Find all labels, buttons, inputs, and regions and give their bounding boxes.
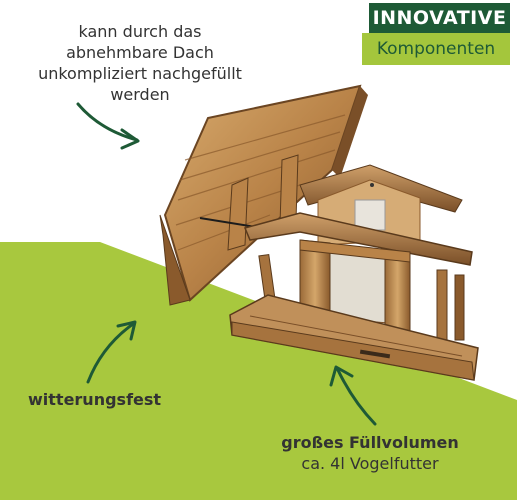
caption-roof-line-3: unkompliziert nachgefüllt bbox=[38, 64, 242, 83]
badge-title: INNOVATIVE bbox=[372, 7, 507, 29]
caption-roof-line-1: kann durch das bbox=[78, 22, 202, 41]
caption-volume-title: großes Füllvolumen bbox=[281, 433, 459, 452]
arrows bbox=[76, 102, 377, 426]
caption-roof: kann durch das abnehmbare Dach unkompliz… bbox=[25, 21, 255, 105]
caption-weatherproof: witterungsfest bbox=[28, 390, 162, 409]
removable-roof bbox=[159, 84, 368, 306]
caption-volume-sub: ca. 4l Vogelfutter bbox=[301, 454, 439, 473]
caption-volume: großes Füllvolumen ca. 4l Vogelfutter bbox=[270, 432, 470, 474]
arrow-roof bbox=[76, 102, 140, 150]
badge-subtitle: Komponenten bbox=[376, 39, 496, 59]
caption-roof-line-2: abnehmbare Dach bbox=[66, 43, 214, 62]
arrow-volume bbox=[329, 365, 377, 426]
feeder-body bbox=[229, 164, 479, 381]
arrow-weatherproof bbox=[86, 320, 137, 384]
caption-roof-line-4: werden bbox=[110, 85, 170, 104]
